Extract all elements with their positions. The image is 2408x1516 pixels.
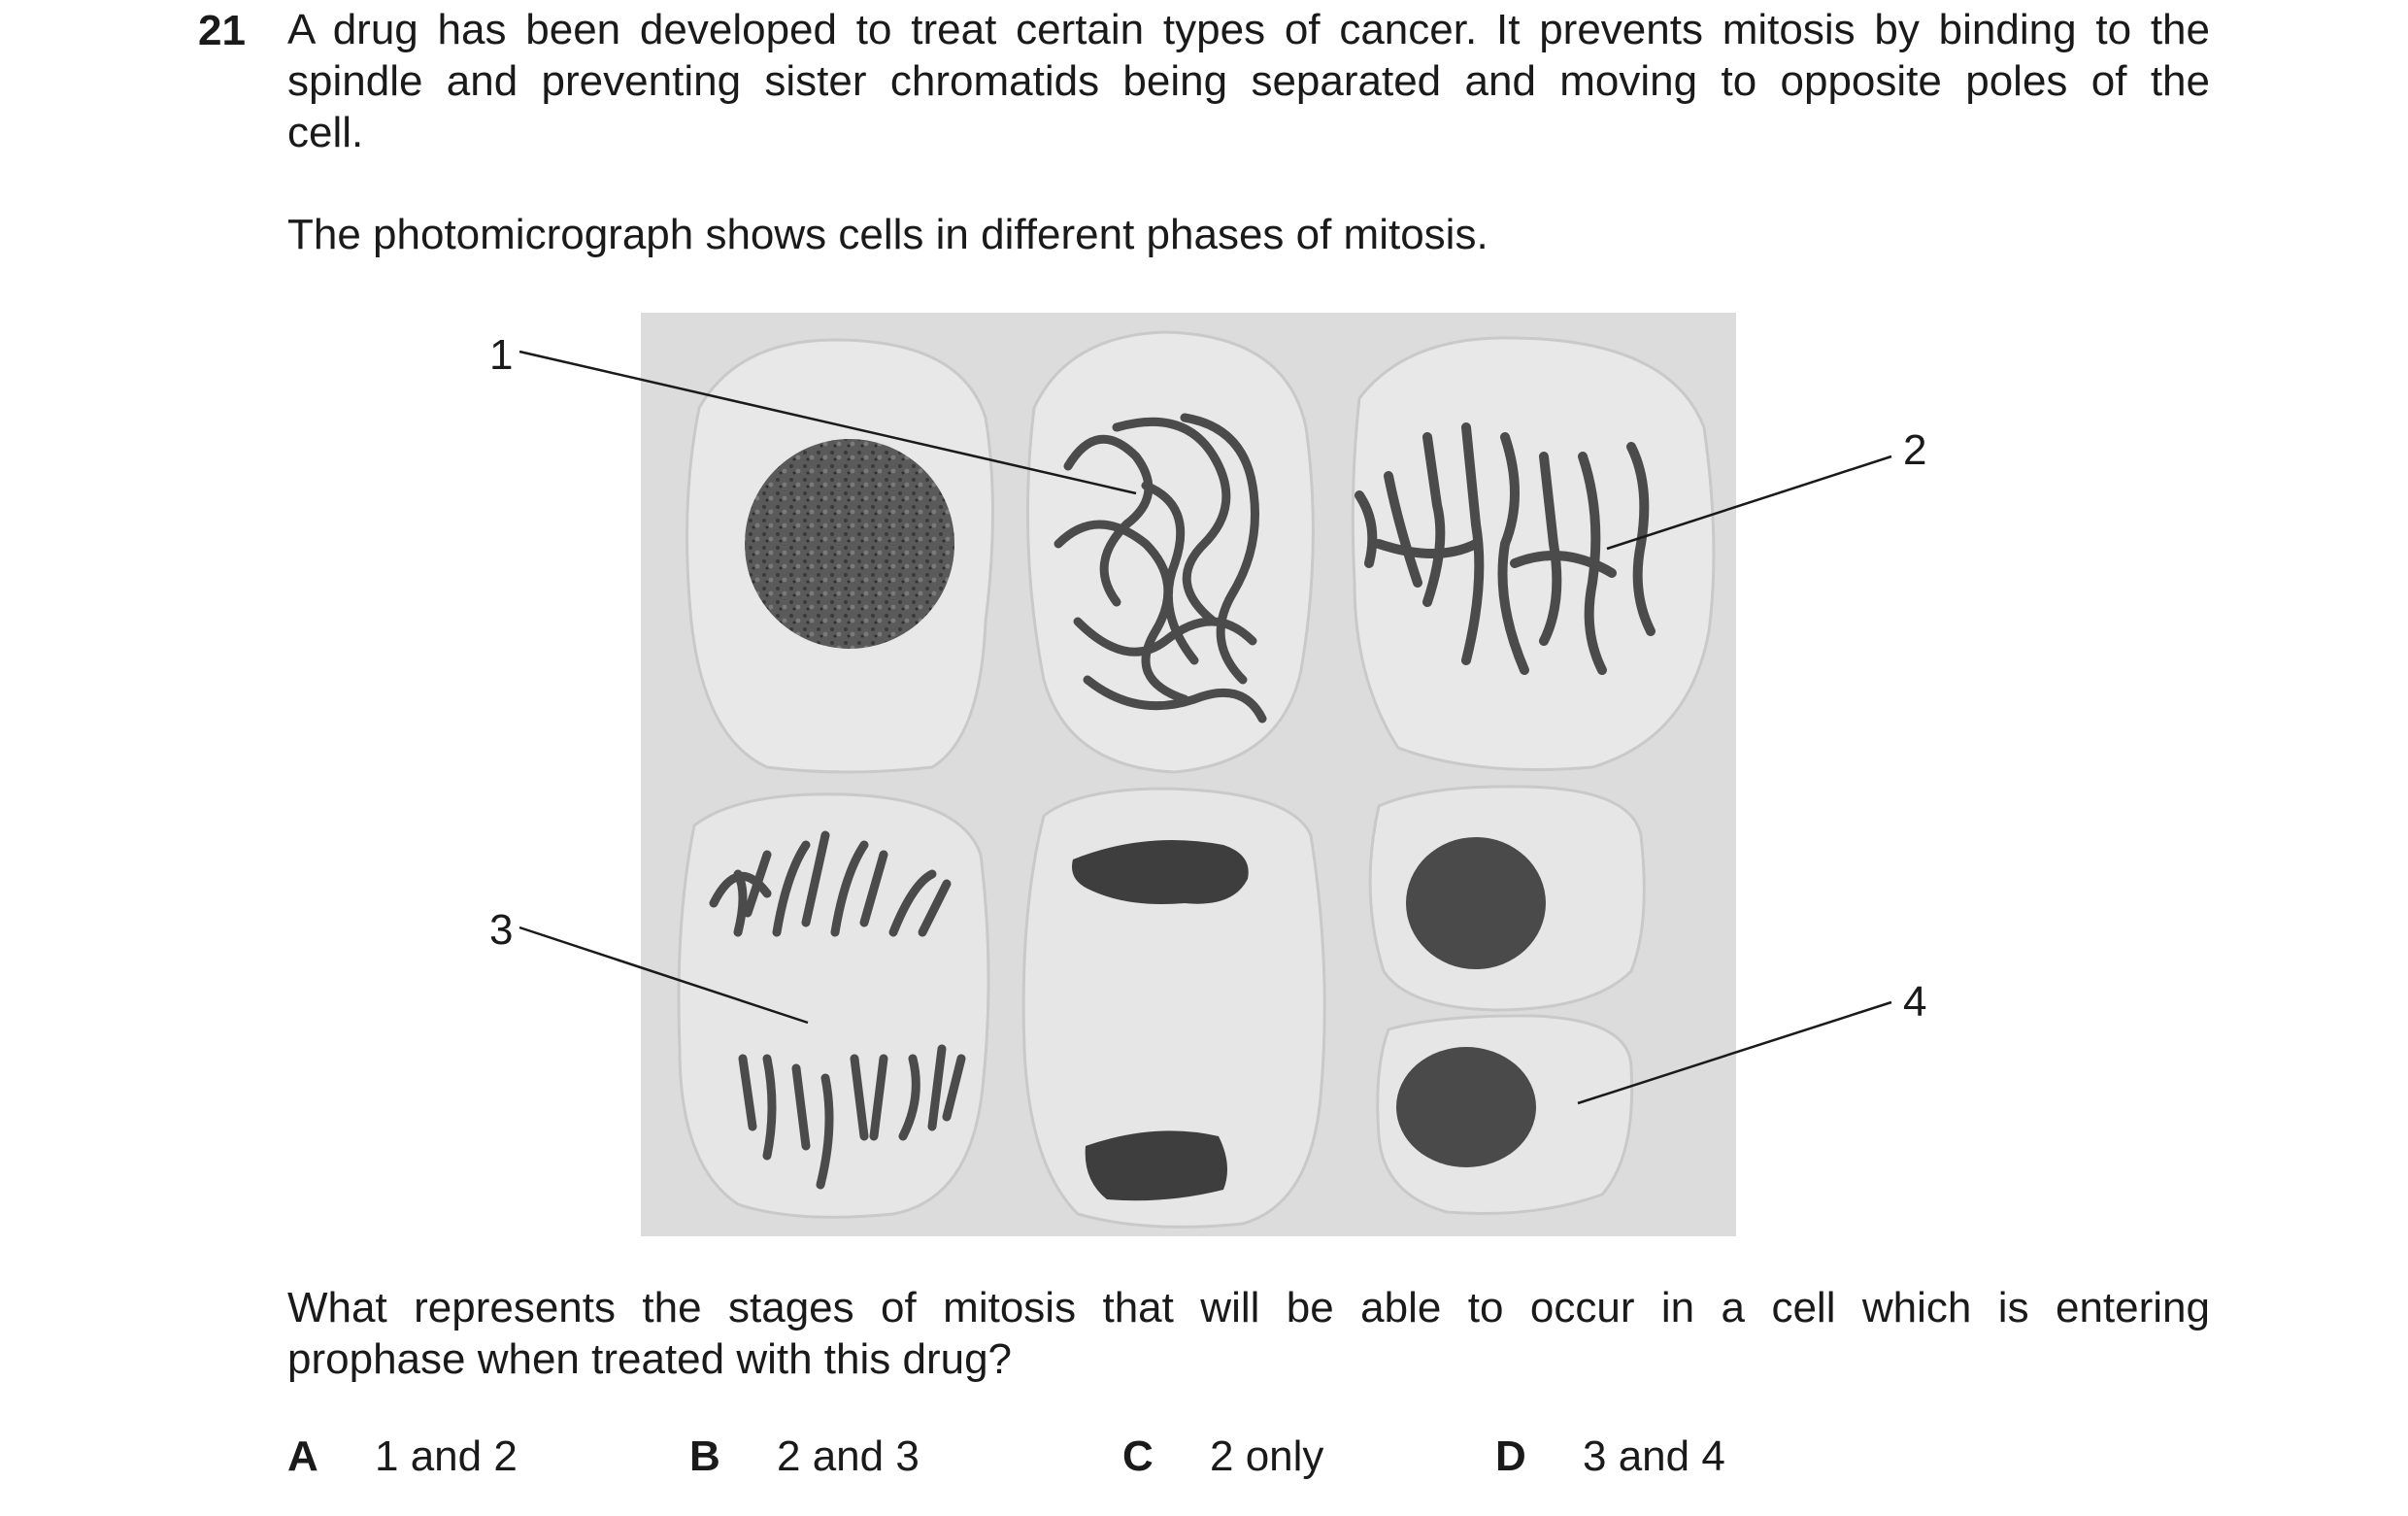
- stem-line: A drug has been developed to treat certa…: [287, 6, 2210, 53]
- option-letter: B: [689, 1432, 720, 1480]
- metaphase-chromosomes: [1354, 422, 1656, 675]
- prompt-line: What represents the stages of mitosis th…: [287, 1284, 2210, 1331]
- stem-line: cell.: [287, 109, 364, 156]
- figure-label-3: 3: [489, 906, 514, 954]
- figure-intro: The photomicrograph shows cells in diffe…: [287, 211, 1488, 258]
- cell-anaphase: [677, 792, 990, 1219]
- option-letter: C: [1122, 1432, 1154, 1480]
- leader-line-2: [1606, 455, 1892, 551]
- figure-label-1: 1: [489, 331, 514, 379]
- daughter-nucleus-top: [1406, 837, 1546, 969]
- cell-interphase: [686, 338, 994, 774]
- cell-prophase: [1025, 330, 1315, 774]
- option-text: 2 and 3: [777, 1432, 920, 1480]
- cell-telophase: [1021, 787, 1326, 1229]
- option-text: 1 and 2: [375, 1432, 518, 1480]
- telophase-chromatids-top: [1072, 840, 1249, 904]
- daughter-nucleus-bottom: [1396, 1047, 1536, 1167]
- option-letter: A: [287, 1432, 318, 1480]
- prophase-chromosomes: [1054, 413, 1267, 724]
- telophase-chromatids-bottom: [1085, 1130, 1227, 1201]
- micrograph-background: [641, 313, 1736, 1236]
- figure-label-2: 2: [1903, 426, 1927, 474]
- cell-daughter-bottom: [1376, 1014, 1634, 1216]
- cell-daughter-top: [1368, 785, 1646, 1012]
- cell-metaphase: [1351, 336, 1716, 771]
- question-number: 21: [198, 7, 246, 54]
- interphase-nucleus: [745, 439, 954, 649]
- figure-label-4: 4: [1903, 978, 1927, 1026]
- option-text: 3 and 4: [1583, 1432, 1725, 1480]
- leader-line-4: [1577, 1000, 1892, 1105]
- option-text: 2 only: [1210, 1432, 1324, 1480]
- anaphase-chromosomes: [709, 830, 966, 1190]
- prompt-line: prophase when treated with this drug?: [287, 1335, 1013, 1383]
- stem-line: spindle and preventing sister chromatids…: [287, 57, 2210, 105]
- leader-line-3: [518, 926, 809, 1025]
- question-prompt: What represents the stages of mitosis th…: [287, 1282, 2210, 1385]
- option-letter: D: [1495, 1432, 1526, 1480]
- question-stem: A drug has been developed to treat certa…: [287, 4, 2210, 158]
- leader-line-1: [518, 350, 1137, 495]
